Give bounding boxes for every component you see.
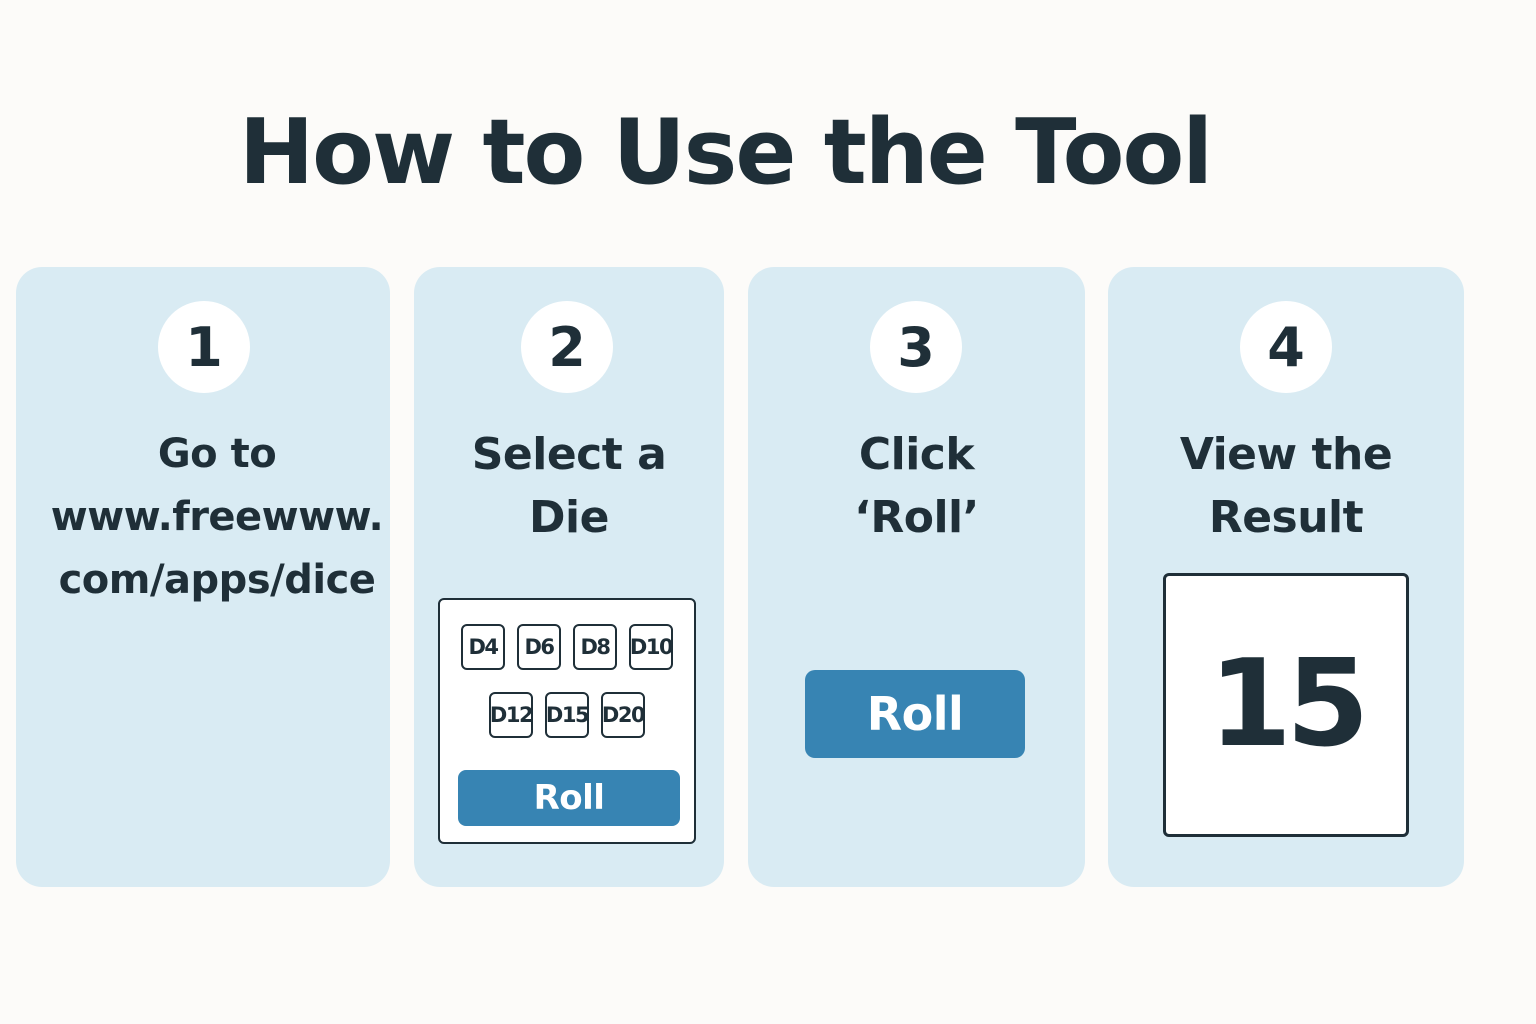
- step-1-line-2: www.freewww.: [50, 494, 384, 540]
- result-value: 15: [1208, 635, 1370, 774]
- step-card-3: 3 Click ‘Roll’ Roll: [748, 267, 1085, 887]
- die-option-d8[interactable]: D8: [573, 624, 617, 670]
- die-option-d4[interactable]: D4: [461, 624, 505, 670]
- step-2-text: Select a Die: [414, 423, 724, 549]
- die-option-d15[interactable]: D15: [545, 692, 590, 738]
- step-3-line-2: ‘Roll’: [854, 492, 979, 543]
- step-number-3: 3: [870, 301, 962, 393]
- step-card-4: 4 View the Result 15: [1108, 267, 1464, 887]
- die-option-d20[interactable]: D20: [601, 692, 646, 738]
- step-4-line-2: Result: [1208, 492, 1364, 543]
- step-number-2: 2: [521, 301, 613, 393]
- step-2-line-2: Die: [529, 492, 609, 543]
- dice-row-2: D12 D15 D20: [440, 692, 694, 738]
- step-4-text: View the Result: [1108, 423, 1464, 549]
- step-number-4: 4: [1240, 301, 1332, 393]
- panel-roll-button[interactable]: Roll: [458, 770, 680, 826]
- die-option-d10[interactable]: D10: [629, 624, 674, 670]
- step-1-line-1: Go to: [157, 431, 277, 477]
- step-card-1: 1 Go to www.freewww. com/apps/dice: [16, 267, 390, 887]
- step-card-2: 2 Select a Die D4 D6 D8 D10 D12 D15 D20 …: [414, 267, 724, 887]
- result-display: 15: [1163, 573, 1409, 837]
- step-3-text: Click ‘Roll’: [748, 423, 1085, 549]
- page-title: How to Use the Tool: [238, 100, 1213, 205]
- step-number-1: 1: [158, 301, 250, 393]
- step-4-line-1: View the: [1179, 429, 1393, 480]
- step-2-line-1: Select a: [471, 429, 667, 480]
- dice-row-1: D4 D6 D8 D10: [440, 624, 694, 670]
- die-option-d12[interactable]: D12: [489, 692, 534, 738]
- die-option-d6[interactable]: D6: [517, 624, 561, 670]
- step-1-text: Go to www.freewww. com/apps/dice: [30, 423, 404, 612]
- step-3-line-1: Click: [858, 429, 975, 480]
- step-1-line-3: com/apps/dice: [58, 557, 376, 603]
- dice-selector-panel: D4 D6 D8 D10 D12 D15 D20 Roll: [438, 598, 696, 844]
- roll-button[interactable]: Roll: [805, 670, 1025, 758]
